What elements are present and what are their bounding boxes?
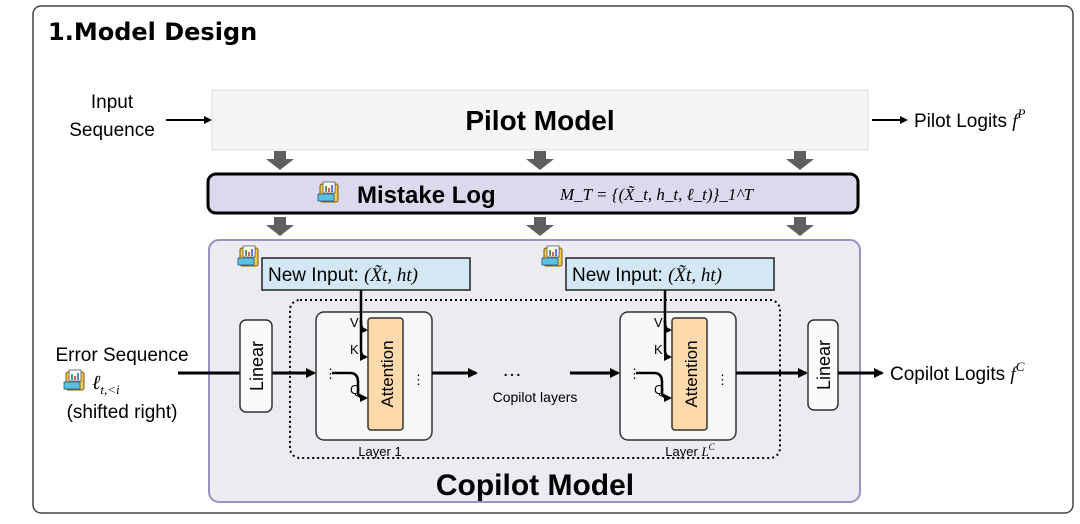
mistake-log-title: Mistake Log xyxy=(357,182,496,209)
svg-text:⋮: ⋮ xyxy=(716,372,729,387)
svg-text:Attention: Attention xyxy=(682,340,701,407)
error-sequence-label: Error Sequence xyxy=(55,345,188,366)
svg-text:V: V xyxy=(350,315,359,330)
new-input-label-1: New Input: (X̃t, ht) xyxy=(268,265,418,286)
linear-out-box xyxy=(807,319,839,411)
pilot-model-title: Pilot Model xyxy=(465,105,614,136)
mistake-log-box xyxy=(206,172,860,215)
section-title: 1.Model Design xyxy=(48,18,257,46)
pilot-model-box xyxy=(211,89,869,151)
input-sequence-label-2: Sequence xyxy=(69,120,155,141)
copilot-logits-label: Copilot Logits fC xyxy=(890,359,1025,385)
svg-text:Q: Q xyxy=(654,382,664,397)
attention-box-1 xyxy=(367,317,404,431)
copilot-model-title: Copilot Model xyxy=(436,469,634,502)
error-symbol: ℓt,<i xyxy=(92,372,120,397)
new-input-box-2 xyxy=(565,257,775,291)
layer-L: Attention V K Q ⋮ ⋮ Layer LC xyxy=(619,290,737,459)
pilot-logits-label: Pilot Logits fP xyxy=(914,106,1026,132)
log-folder-icon xyxy=(541,245,563,267)
linear-in-label: Linear xyxy=(247,341,267,391)
svg-text:⋮: ⋮ xyxy=(628,366,641,381)
svg-text:⋮: ⋮ xyxy=(324,366,337,381)
mistake-log-formula: M_T = {(X̃_t, h_t, ℓ_t)}_1^T xyxy=(559,185,755,204)
layer-L-label: Layer LC xyxy=(665,442,715,459)
linear-out-label: Linear xyxy=(814,340,834,390)
svg-text:K: K xyxy=(654,342,663,357)
log-folder-icon xyxy=(63,369,85,391)
layer-1: Attention V K Q ⋮ ⋮ Layer 1 xyxy=(315,290,433,459)
input-sequence-label: Input xyxy=(91,92,134,113)
svg-text:Q: Q xyxy=(350,382,360,397)
log-folder-icon xyxy=(317,181,339,203)
copilot-layers-label: Copilot layers xyxy=(493,389,578,405)
shifted-right-label: (shifted right) xyxy=(67,402,178,423)
log-folder-icon xyxy=(237,245,259,267)
layer-1-label: Layer 1 xyxy=(358,444,401,459)
copilot-layers-group xyxy=(289,299,781,459)
linear-in-box xyxy=(239,319,273,413)
svg-text:⋮: ⋮ xyxy=(412,372,425,387)
ellipsis: … xyxy=(502,359,522,381)
svg-text:K: K xyxy=(350,342,359,357)
attention-box-L xyxy=(671,317,708,431)
svg-text:V: V xyxy=(654,315,663,330)
new-input-box-1 xyxy=(261,257,471,291)
new-input-label-2: New Input: (X̃t, ht) xyxy=(572,265,722,286)
svg-text:Attention: Attention xyxy=(378,340,397,407)
